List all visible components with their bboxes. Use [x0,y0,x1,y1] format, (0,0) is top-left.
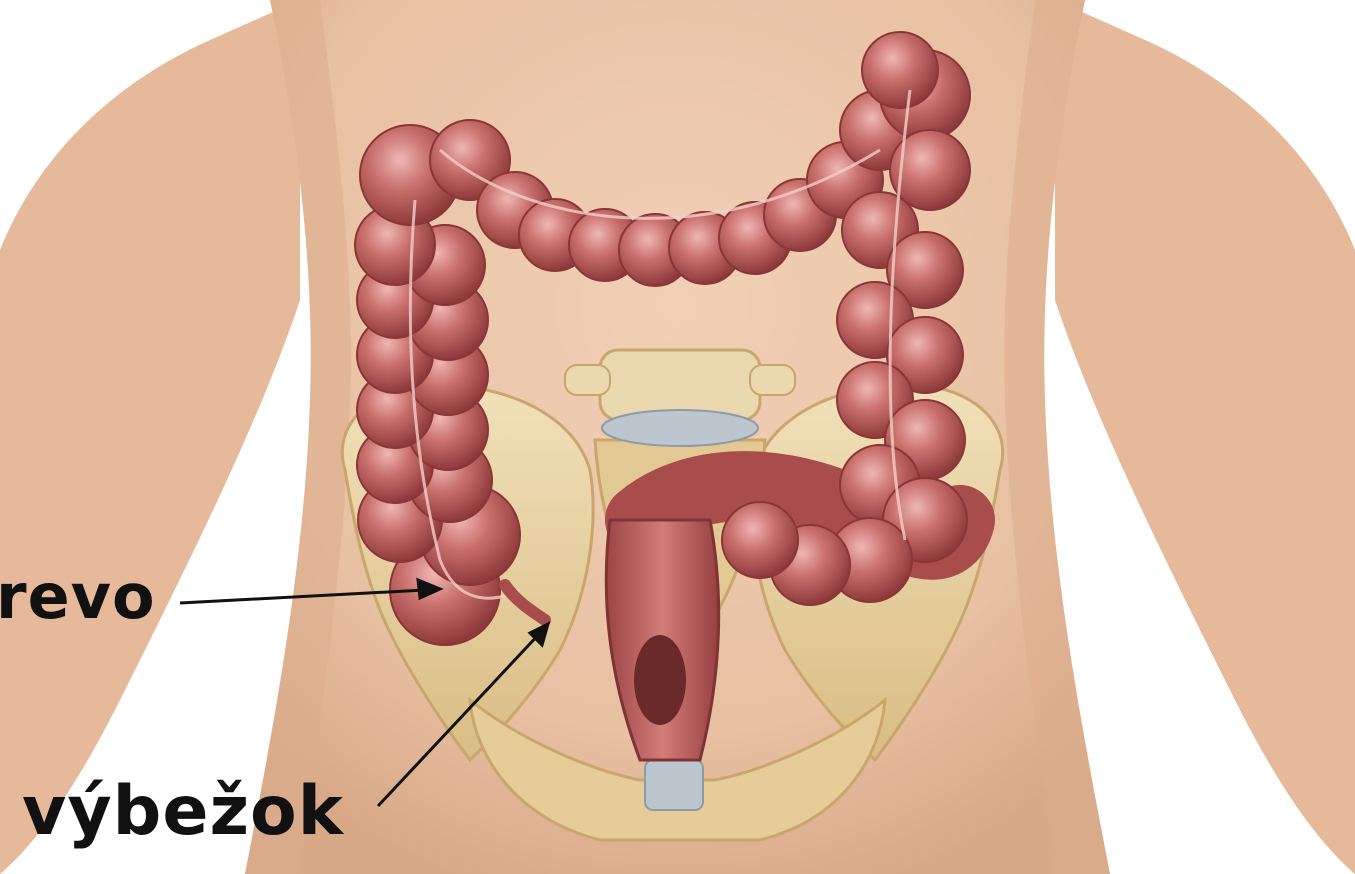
lumbar-process-left [565,365,610,395]
rectal-lumen [634,635,686,725]
intervertebral-disc [602,410,758,446]
lumbar-process-right [750,365,795,395]
appendix-label: výbežok [22,778,344,846]
pubic-symphysis-disc [645,760,703,810]
colon-label: revo [0,566,156,628]
